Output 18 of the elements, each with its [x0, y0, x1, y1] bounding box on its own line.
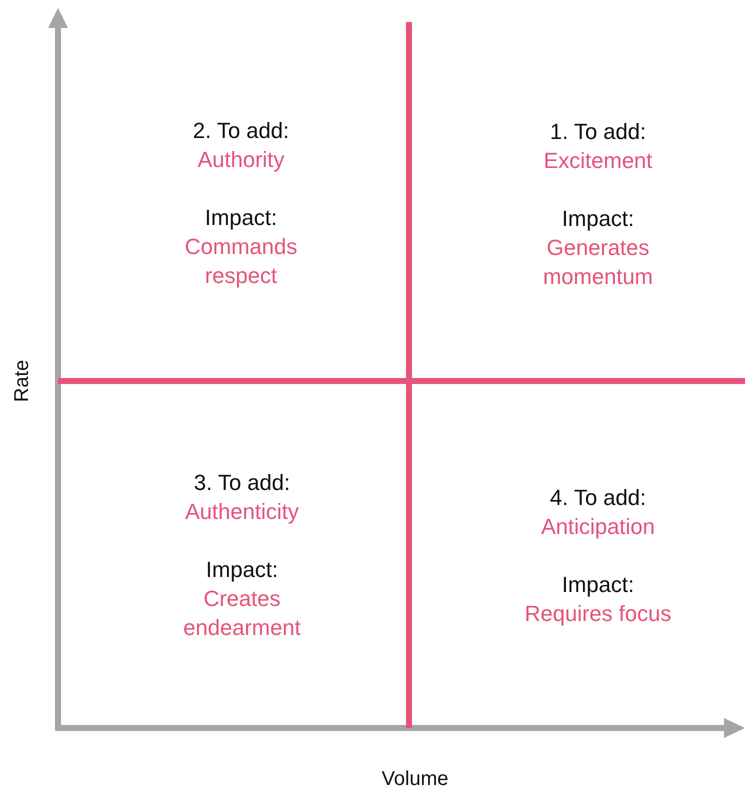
quadrant-value: Generates momentum: [542, 234, 654, 291]
quadrant-heading: 1. To add:: [550, 118, 646, 146]
quadrant-heading: 2. To add:: [192, 117, 290, 145]
quadrant-heading: Impact:: [206, 556, 278, 584]
quadrant-heading: Impact:: [204, 204, 278, 232]
quadrant-value: Authority: [198, 146, 284, 174]
quadrant-value: Commands respect: [184, 233, 298, 290]
quadrant-heading: 3. To add:: [194, 469, 290, 497]
quadrant-value: Excitement: [544, 147, 652, 175]
quadrant-value: Authenticity: [185, 498, 299, 526]
quadrant-heading: 4. To add:: [550, 484, 646, 512]
quadrant-value: Anticipation: [541, 513, 655, 541]
axis-title: Volume: [382, 767, 448, 787]
quadrant-heading: Impact:: [562, 205, 634, 233]
quadrant-value: Creates endearment: [182, 585, 302, 642]
axis-title: Rate: [10, 360, 34, 402]
quadrant-heading: Impact:: [562, 571, 634, 599]
quadrant-value: Requires focus: [524, 600, 672, 628]
